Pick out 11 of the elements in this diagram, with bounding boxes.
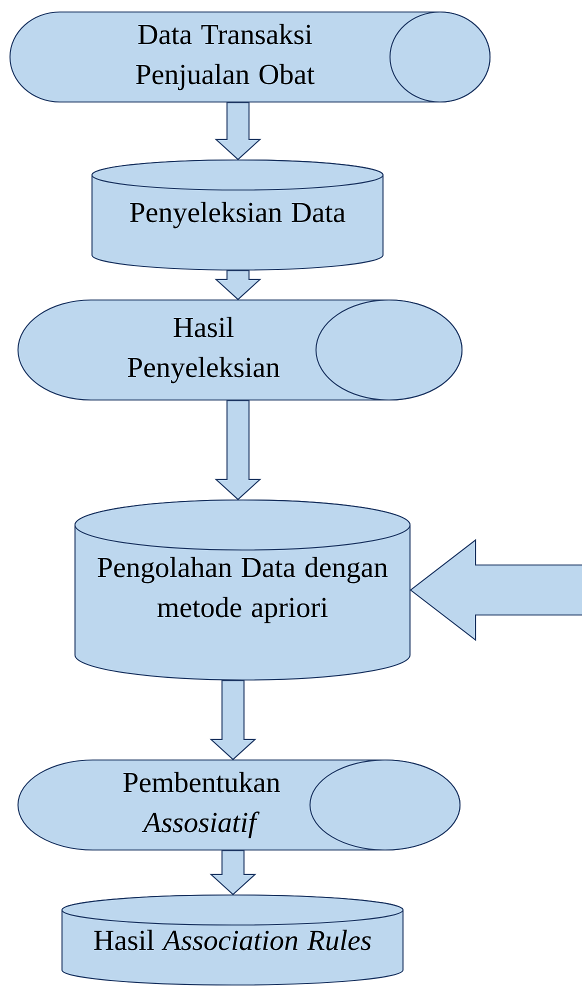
block-arrow — [210, 680, 256, 760]
block-arrow — [214, 270, 262, 300]
horizontal-cylinder: Pembentukan Assosiatif — [17, 759, 461, 851]
cylinder: Pengolahan Data dengan metode apriori — [74, 499, 411, 681]
cylinder: Hasil Association Rules — [61, 894, 404, 986]
horizontal-cylinder: Data Transaksi Penjualan Obat — [9, 11, 491, 103]
horizontal-cylinder: Hasil Penyeleksian — [17, 299, 463, 401]
block-arrow — [214, 400, 262, 500]
block-arrow — [214, 102, 262, 160]
block-arrow — [210, 850, 256, 896]
cylinder: Penyeleksian Data — [91, 159, 384, 271]
